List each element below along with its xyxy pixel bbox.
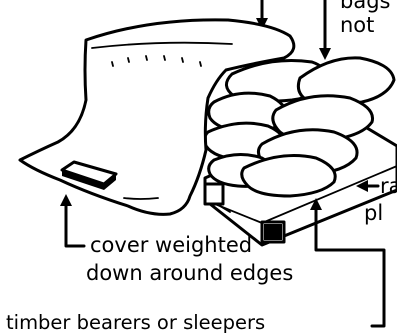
label-cover-line2: down around edges [86,261,293,285]
label-platform-line1: ra [380,174,397,198]
top-right-arrow [319,0,331,60]
label-bags: bags [340,0,390,13]
cover-weighted-leader [60,194,84,246]
label-not: not [340,13,374,37]
label-bearers: timber bearers or sleepers [6,311,265,334]
label-platform-line2: pl [364,201,383,225]
label-cover-line1: cover weighted [90,233,252,257]
